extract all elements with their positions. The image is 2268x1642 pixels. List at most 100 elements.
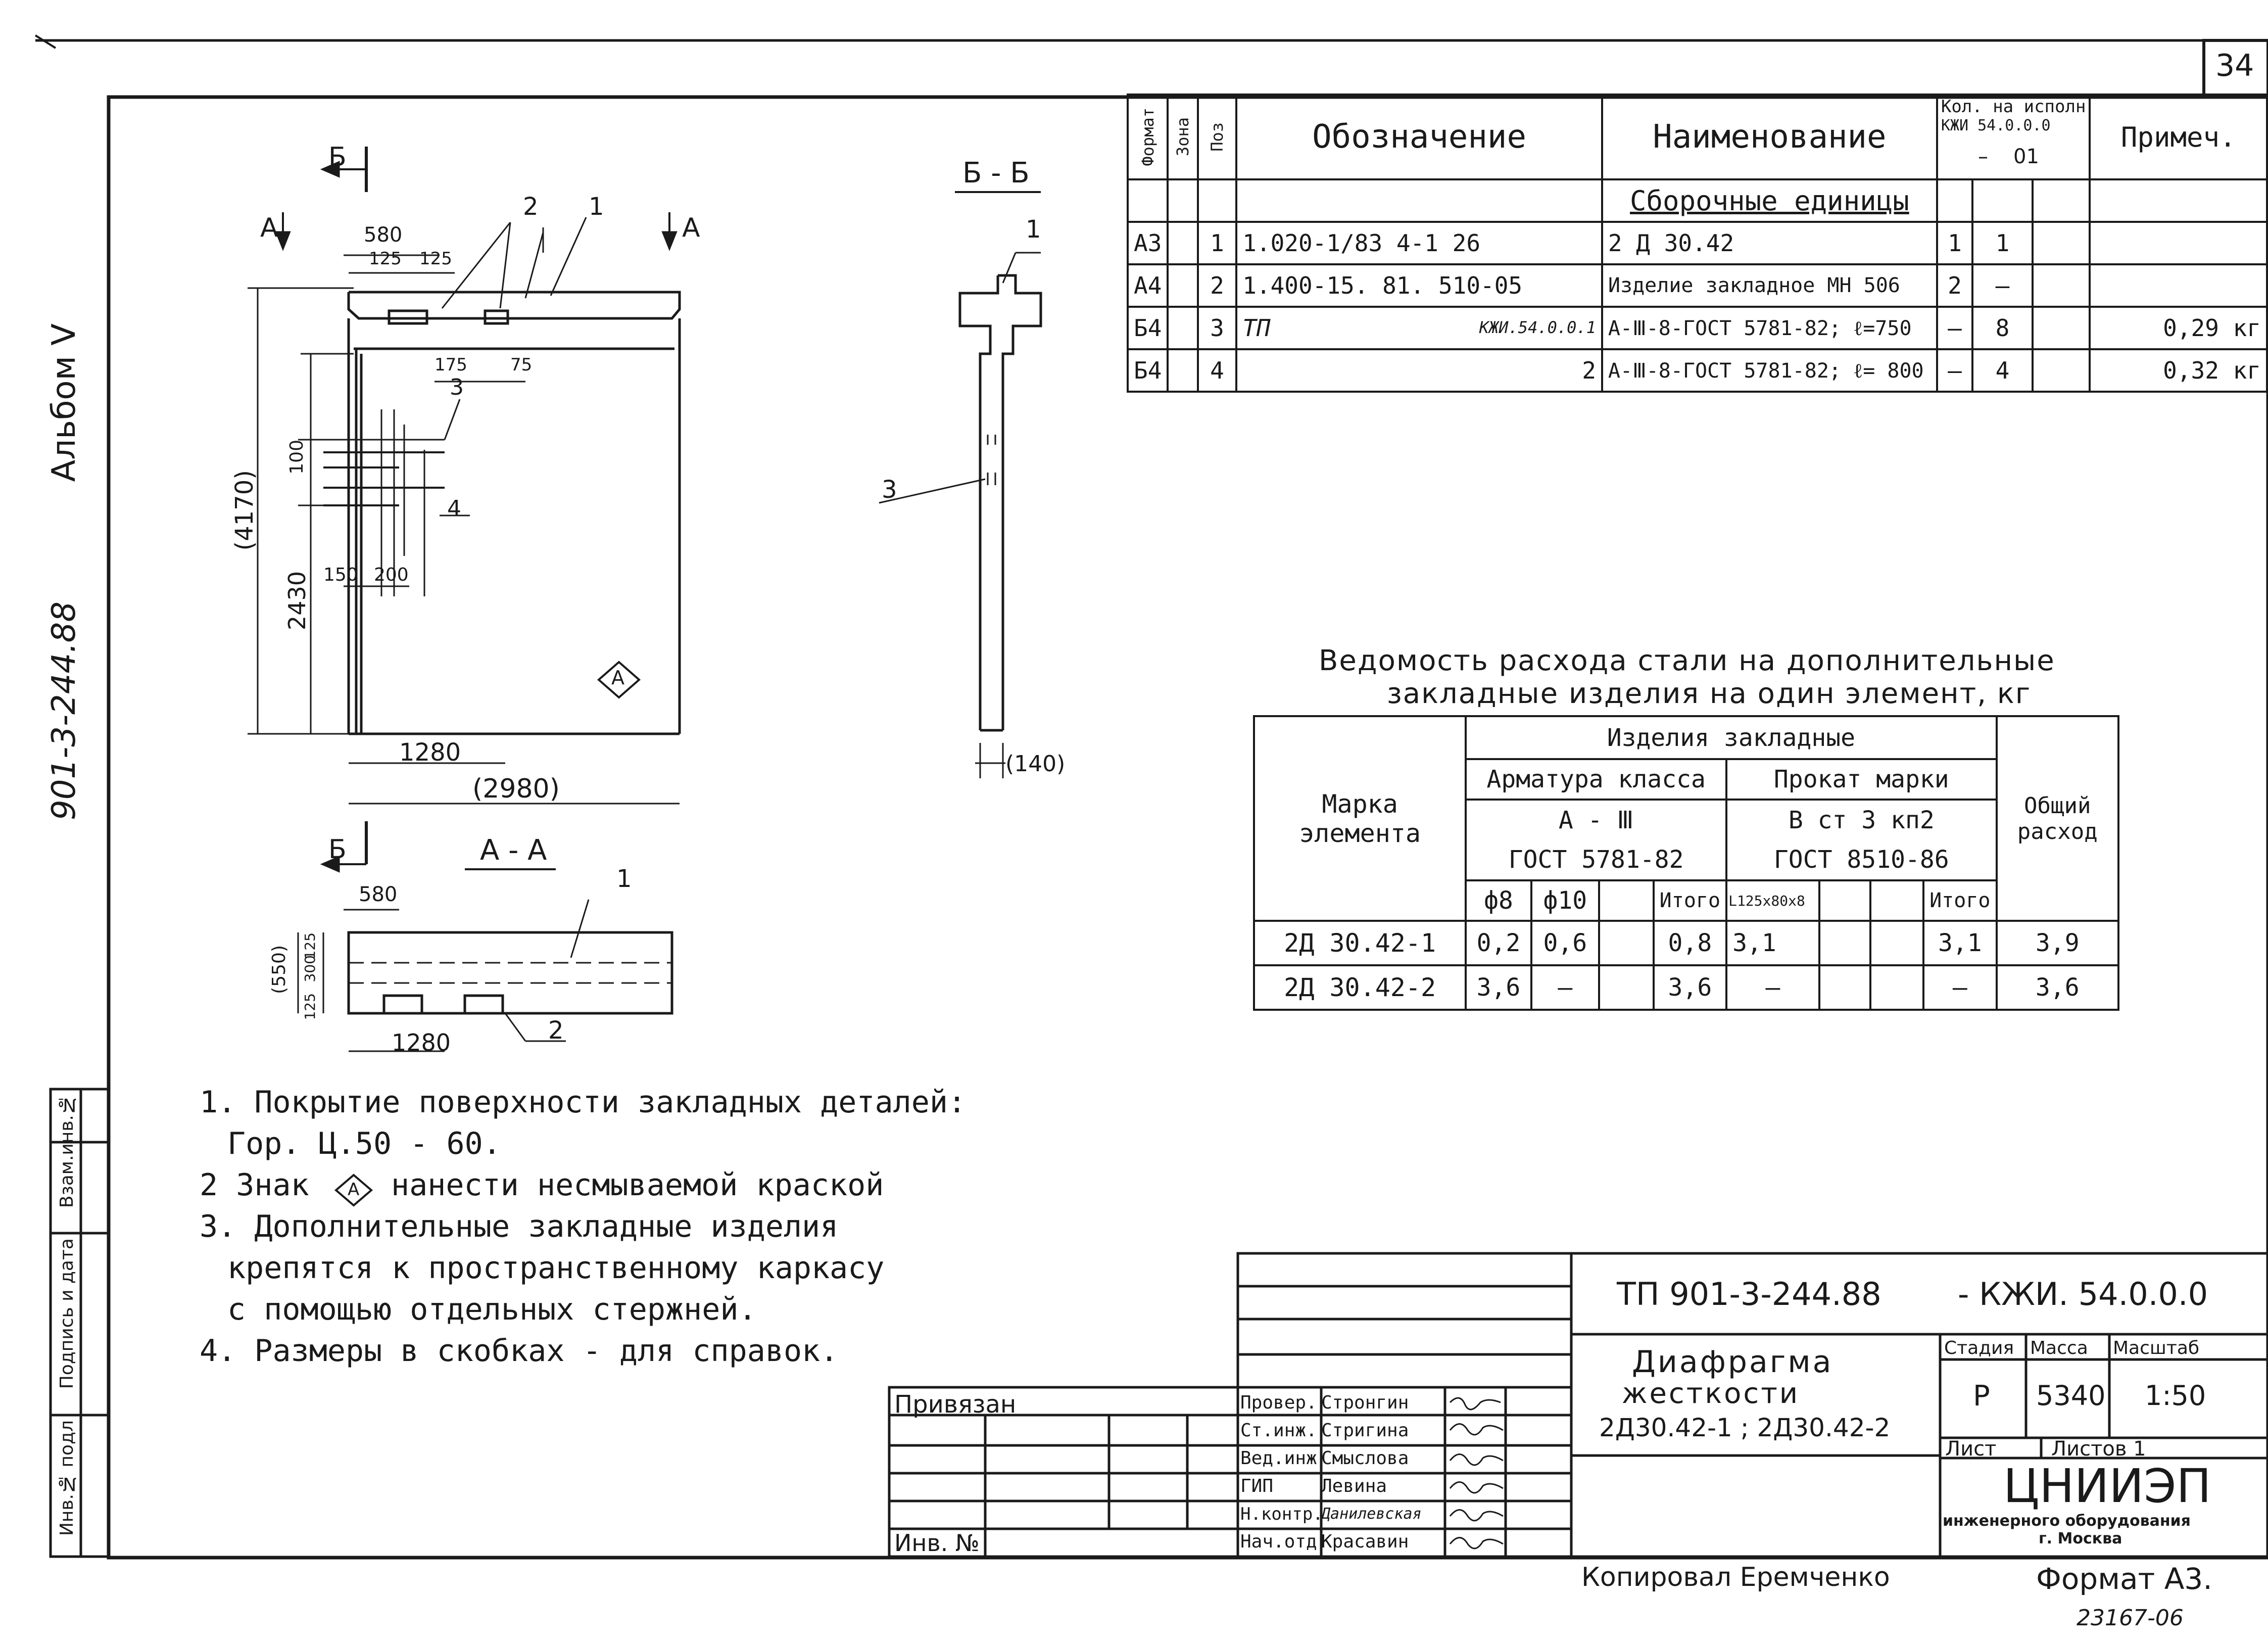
scale-value: 1:50 [2145,1380,2206,1412]
spec-row-format: Б4 [1126,306,1169,350]
note-line: крепятся к пространственному каркасу [227,1250,885,1286]
paint-mark-diamond [334,1174,373,1207]
spec-head-qty-col2: 01 [2013,145,2039,168]
spec-row-q2: 1 [1971,221,2034,265]
signer-role: Н.контр. [1240,1504,1323,1524]
diamond-mark-label: А [611,667,624,689]
dim-150: 150 [323,565,358,585]
spec-row-designation: 2 [1235,348,1603,393]
stage-label: Стадия [1944,1338,2014,1358]
spec-row-name: А-Ⅲ-8-ГОСТ 5781-82; ℓ= 800 [1601,348,1938,393]
spec-head-qty-code: КЖИ 54.0.0.0 [1941,117,2051,134]
note-line: 4. Размеры в скобках - для справок. [200,1333,839,1369]
spec-head-note: Примеч. [2089,93,2268,180]
note-line: 2 Знак нанести несмываемой краской [200,1167,884,1203]
dim-140: (140) [1005,751,1066,777]
spec-row-note: 0,29 кг [2089,306,2268,350]
steel-row-sum1: 0,8 [1652,920,1728,966]
bound-label: Привязан [894,1390,1017,1419]
spec-row-name: Изделие закладное МН 506 [1601,263,1938,308]
note-line: 1. Покрытие поверхности закладных детале… [200,1085,967,1120]
spec-row-pos: 3 [1196,306,1238,350]
steel-row-sum2: – [1922,964,1998,1011]
steel-head-rebar-std: ГОСТ 5781-82 [1465,840,1728,881]
steel-row-d8: 3,6 [1465,964,1532,1011]
section-aa-title: А - А [480,834,547,867]
paint-mark-label: А [348,1180,360,1200]
elevation-view [248,147,681,873]
callout-1-bb: 1 [1026,215,1041,244]
spec-row-q2: 8 [1971,306,2034,350]
title-line3: 2Д30.42-1 ; 2Д30.42-2 [1599,1413,1891,1442]
dim-75: 75 [510,355,533,375]
spec-row-q2: – [1971,263,2034,308]
signer-name: Стронгин [1321,1392,1409,1413]
steel-head-rolled-std: ГОСТ 8510-86 [1725,840,1998,881]
dim-175: 175 [435,355,467,375]
callout-4-elev: 4 [447,496,461,522]
steel-row-d8: 0,2 [1465,920,1532,966]
copied-by: Копировал Еремченко [1581,1562,1890,1592]
dim-1280-aa: 1280 [392,1029,451,1056]
spec-row-designation-code: КЖИ.54.0.0.1 [1479,318,1596,337]
sheet-label: Лист [1945,1437,1997,1461]
dim-580-aa: 580 [359,883,398,906]
steel-head-d8: ф8 [1465,879,1532,922]
steel-head-mark: Марка элемента [1252,715,1467,922]
notes-block: 1. Покрытие поверхности закладных детале… [200,1082,966,1372]
steel-title-line1: Ведомость расхода стали на дополнительны… [1319,644,2055,677]
spec-row-q1: – [1936,306,1974,350]
steel-row-mark: 2Д 30.42-1 [1252,920,1467,966]
signer-name: Красавин [1321,1531,1409,1552]
title-line2: жесткости [1622,1377,1800,1410]
note-line: с помощью отдельных стержней. [227,1292,757,1327]
callout-2-elev: 2 [523,193,539,221]
steel-statement-table: Марка элемента Изделия закладные Общий р… [1252,715,2120,1011]
mass-label: Масса [2030,1338,2088,1358]
scale-label: Масштаб [2113,1338,2200,1358]
callout-3-elev: 3 [450,374,464,400]
signer-list: Провер. Стронгин Ст.инж. Стригина Вед.ин… [1240,1389,1422,1556]
steel-row-d10: 0,6 [1530,920,1601,966]
spec-row-pos: 2 [1196,263,1238,308]
dim-1280-elev: 1280 [399,738,461,767]
signer-role: Ст.инж. [1240,1420,1317,1441]
spec-row-name: А-Ⅲ-8-ГОСТ 5781-82; ℓ=750 [1601,306,1938,350]
steel-head-angle: L125х80х8 [1725,879,1820,922]
steel-row-d10: – [1530,964,1601,1011]
steel-row-total: 3,6 [1995,964,2120,1011]
inv-label: Инв. № [894,1529,980,1557]
spec-row-note [2089,221,2268,265]
archive-stamp: 23167-06 [2077,1605,2184,1631]
steel-row-total: 3,9 [1995,920,2120,966]
signer-name: Данилевская [1321,1505,1422,1523]
steel-row-sum1: 3,6 [1652,964,1728,1011]
signer-name: Левина [1321,1476,1387,1496]
spec-section-title: Сборочные единицы [1601,178,1938,223]
steel-row-angle: – [1725,964,1820,1011]
signer-name: Смыслова [1321,1448,1409,1469]
steel-head-rolled-steel: В ст 3 кп2 [1725,799,1998,840]
sheet-number: 34 [2215,48,2254,83]
note-line: Гор. Ц.50 - 60. [227,1126,501,1161]
callout-3-bb: 3 [882,476,897,504]
format-label: Формат А3. [2036,1562,2212,1596]
spec-row-q1: – [1936,348,1974,393]
title-line1: Диафрагма [1632,1344,1833,1380]
steel-head-rolled-grade: Прокат марки [1725,758,1998,801]
spec-row-format: А4 [1126,263,1169,308]
steel-head-d10: ф10 [1530,879,1601,922]
spec-row-format: А3 [1126,221,1169,265]
signer-role: Нач.отд [1240,1531,1317,1552]
spec-row-designation: 1.020-1/83 4-1 26 [1235,221,1603,265]
specification-table: Формат Зона Поз Обозначение Наименование… [1126,93,2268,393]
spec-row-format: Б4 [1126,348,1169,393]
section-bb-title: Б - Б [962,157,1030,190]
org-sub: инженерного оборудования [1943,1512,2191,1530]
stage-value: Р [1973,1380,1990,1413]
cut-label-b-bottom: Б [328,834,347,865]
callout-2-aa: 2 [548,1016,564,1045]
signer-role: ГИП [1240,1476,1274,1496]
org-city: г. Москва [2039,1530,2122,1547]
